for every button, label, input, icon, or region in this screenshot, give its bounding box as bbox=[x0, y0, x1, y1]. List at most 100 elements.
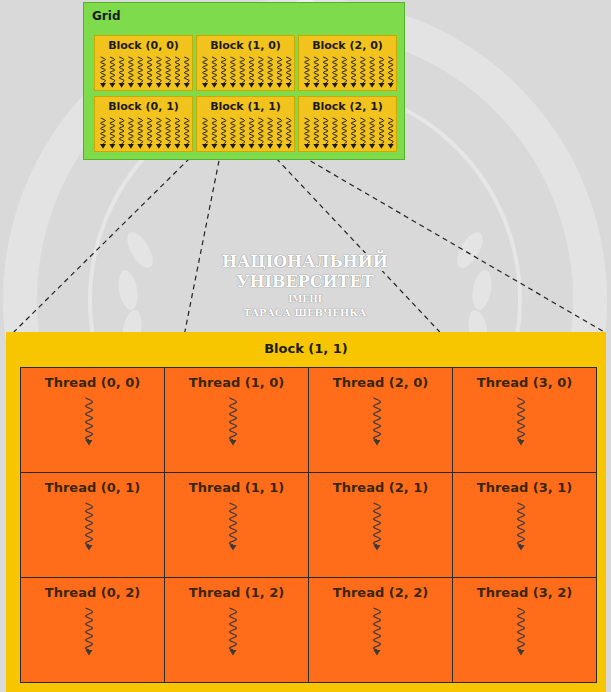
arrow-head bbox=[137, 83, 143, 88]
thread-arrow bbox=[119, 118, 125, 149]
arrow-head bbox=[267, 144, 273, 149]
arrow-head bbox=[369, 83, 375, 88]
arrow-head bbox=[147, 144, 153, 149]
thread-arrow bbox=[360, 118, 366, 149]
thread-arrow bbox=[230, 118, 236, 149]
wavy-line bbox=[147, 57, 152, 83]
thread-arrow bbox=[341, 118, 347, 149]
thread-arrow bbox=[156, 118, 162, 149]
thread-arrow bbox=[85, 608, 92, 656]
arrow-head bbox=[156, 83, 162, 88]
wavy-line bbox=[184, 57, 189, 83]
block-box: Block (0, 0) bbox=[94, 35, 193, 91]
wavy-line bbox=[119, 57, 124, 83]
thread-arrow bbox=[85, 503, 92, 551]
wavy-line bbox=[229, 503, 236, 545]
wavy-line bbox=[110, 57, 115, 83]
arrow-head bbox=[286, 144, 292, 149]
wavy-line bbox=[249, 57, 254, 83]
arrow-head bbox=[518, 440, 525, 446]
wavy-line bbox=[175, 118, 180, 144]
arrow-head bbox=[230, 144, 236, 149]
thread-arrow bbox=[128, 118, 134, 149]
thread-arrow bbox=[378, 118, 384, 149]
thread-arrow bbox=[323, 57, 329, 88]
arrow-head bbox=[202, 83, 208, 88]
wavy-line bbox=[229, 608, 236, 650]
wavy-line bbox=[314, 57, 319, 83]
thread-arrow bbox=[184, 57, 190, 88]
wavy-line bbox=[517, 398, 524, 440]
thread-label: Thread (1, 1) bbox=[165, 480, 308, 495]
thread-arrow bbox=[313, 57, 319, 88]
wavy-line bbox=[333, 57, 338, 83]
arrow-head bbox=[323, 83, 329, 88]
block-title: Block (2, 0) bbox=[299, 39, 396, 52]
thread-arrow bbox=[100, 57, 106, 88]
wavy-line bbox=[305, 118, 310, 144]
thread-arrow bbox=[147, 118, 153, 149]
arrow-head bbox=[128, 83, 134, 88]
wavy-line bbox=[203, 118, 208, 144]
thread-arrow bbox=[388, 57, 394, 88]
wavy-line bbox=[379, 57, 384, 83]
thread-arrow bbox=[267, 118, 273, 149]
thread-cell: Thread (3, 1) bbox=[452, 472, 597, 578]
wavy-line bbox=[221, 118, 226, 144]
thread-arrow bbox=[341, 57, 347, 88]
arrow-head bbox=[360, 144, 366, 149]
thread-arrow bbox=[276, 57, 282, 88]
wavy-line bbox=[166, 57, 171, 83]
arrow-head bbox=[341, 144, 347, 149]
thread-arrow bbox=[517, 608, 524, 656]
arrow-head bbox=[276, 83, 282, 88]
thread-cell: Thread (1, 1) bbox=[164, 472, 309, 578]
thread-arrow bbox=[373, 398, 380, 446]
wavy-line bbox=[101, 57, 106, 83]
arrow-head bbox=[313, 144, 319, 149]
thread-arrow bbox=[230, 57, 236, 88]
thread-arrow bbox=[351, 118, 357, 149]
wavy-line bbox=[119, 118, 124, 144]
wavy-line bbox=[360, 118, 365, 144]
watermark-text: ТАРАСА ШЕВЧЕНКА bbox=[239, 307, 370, 319]
block-box: Block (1, 0) bbox=[196, 35, 295, 91]
block-title: Block (2, 1) bbox=[299, 100, 396, 113]
thread-arrow bbox=[229, 608, 236, 656]
thread-arrow bbox=[267, 57, 273, 88]
thread-arrow bbox=[128, 57, 134, 88]
thread-label: Thread (2, 1) bbox=[309, 480, 452, 495]
thread-label: Thread (0, 1) bbox=[21, 480, 164, 495]
wavy-line bbox=[138, 118, 143, 144]
arrow-head bbox=[332, 144, 338, 149]
arrow-head bbox=[128, 144, 134, 149]
arrow-head bbox=[230, 440, 237, 446]
zoom-line bbox=[14, 152, 196, 332]
arrow-head bbox=[249, 144, 255, 149]
wavy-line bbox=[351, 57, 356, 83]
thread-label: Thread (1, 0) bbox=[165, 375, 308, 390]
thread-arrow bbox=[229, 503, 236, 551]
block-title: Block (0, 0) bbox=[95, 39, 192, 52]
arrow-head bbox=[202, 144, 208, 149]
arrow-head bbox=[374, 650, 381, 656]
block-title: Block (1, 0) bbox=[197, 39, 294, 52]
wavy-line bbox=[85, 608, 92, 650]
arrow-head bbox=[388, 144, 394, 149]
arrow-head bbox=[221, 83, 227, 88]
block-box: Block (2, 0) bbox=[298, 35, 397, 91]
arrow-head bbox=[221, 144, 227, 149]
thread-arrow bbox=[286, 57, 292, 88]
thread-arrow bbox=[100, 118, 106, 149]
arrow-head bbox=[86, 440, 93, 446]
thread-arrow bbox=[258, 118, 264, 149]
arrow-head bbox=[518, 545, 525, 551]
arrow-head bbox=[86, 650, 93, 656]
arrow-head bbox=[100, 144, 106, 149]
thread-label: Thread (2, 2) bbox=[309, 585, 452, 600]
thread-arrow bbox=[369, 57, 375, 88]
wavy-line bbox=[147, 118, 152, 144]
arrow-head bbox=[119, 144, 125, 149]
wavy-line bbox=[323, 57, 328, 83]
block-box: Block (0, 1) bbox=[94, 96, 193, 152]
